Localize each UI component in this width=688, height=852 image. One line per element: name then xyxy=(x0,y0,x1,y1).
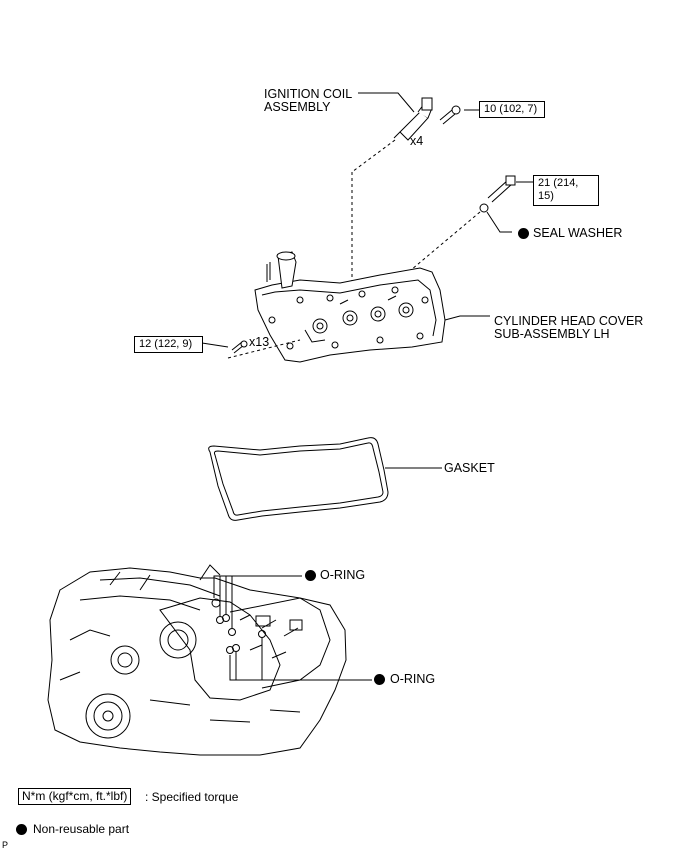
non-reusable-dot-o-ring-lower xyxy=(374,674,385,685)
cylinder-head-cover-label-line1: CYLINDER HEAD COVER xyxy=(494,314,644,328)
non-reusable-dot-seal-washer xyxy=(518,228,529,239)
cylinder-head-cover-label-line2: SUB-ASSEMBLY LH xyxy=(494,327,610,341)
small-bolt-qty: x13 xyxy=(249,335,270,349)
gasket-label: GASKET xyxy=(444,461,495,475)
ignition-coil-part xyxy=(393,97,433,141)
cylinder-head-cover-part xyxy=(254,251,446,363)
o-ring-marks xyxy=(211,598,266,654)
ignition-coil-label-line1: IGNITION COIL xyxy=(264,87,353,101)
cover-bolt-torque-line1: 21 (214, xyxy=(538,177,579,189)
ignition-coil-bolt xyxy=(439,105,461,125)
engine-block-part xyxy=(47,564,347,756)
small-bolt-torque-box: 12 (122, 9) xyxy=(134,336,203,353)
ignition-coil-label-line2: ASSEMBLY xyxy=(264,100,331,114)
legend-torque-unit-box: N*m (kgf*cm, ft.*lbf) xyxy=(18,788,132,805)
legend-non-reusable-label: Non-reusable part xyxy=(33,822,130,836)
legend-non-reusable-dot xyxy=(16,824,27,835)
cover-bolt-torque-line2: 15) xyxy=(538,190,554,202)
cover-bolt-part xyxy=(479,175,516,213)
gasket-part xyxy=(208,437,389,521)
non-reusable-dot-o-ring-upper xyxy=(305,570,316,581)
ignition-coil-torque-box: 10 (102, 7) xyxy=(479,101,545,118)
corner-mark: P xyxy=(2,840,9,850)
o-ring-lower-label: O-RING xyxy=(390,672,436,686)
cover-bolt-torque-box: 21 (214, 15) xyxy=(533,175,599,206)
legend-torque-desc: : Specified torque xyxy=(145,790,239,804)
o-ring-upper-label: O-RING xyxy=(320,568,366,582)
small-cover-bolt xyxy=(231,340,248,354)
seal-washer-label: SEAL WASHER xyxy=(533,226,623,240)
ignition-coil-qty: x4 xyxy=(410,134,424,148)
ignition-coil-leader xyxy=(358,92,415,113)
